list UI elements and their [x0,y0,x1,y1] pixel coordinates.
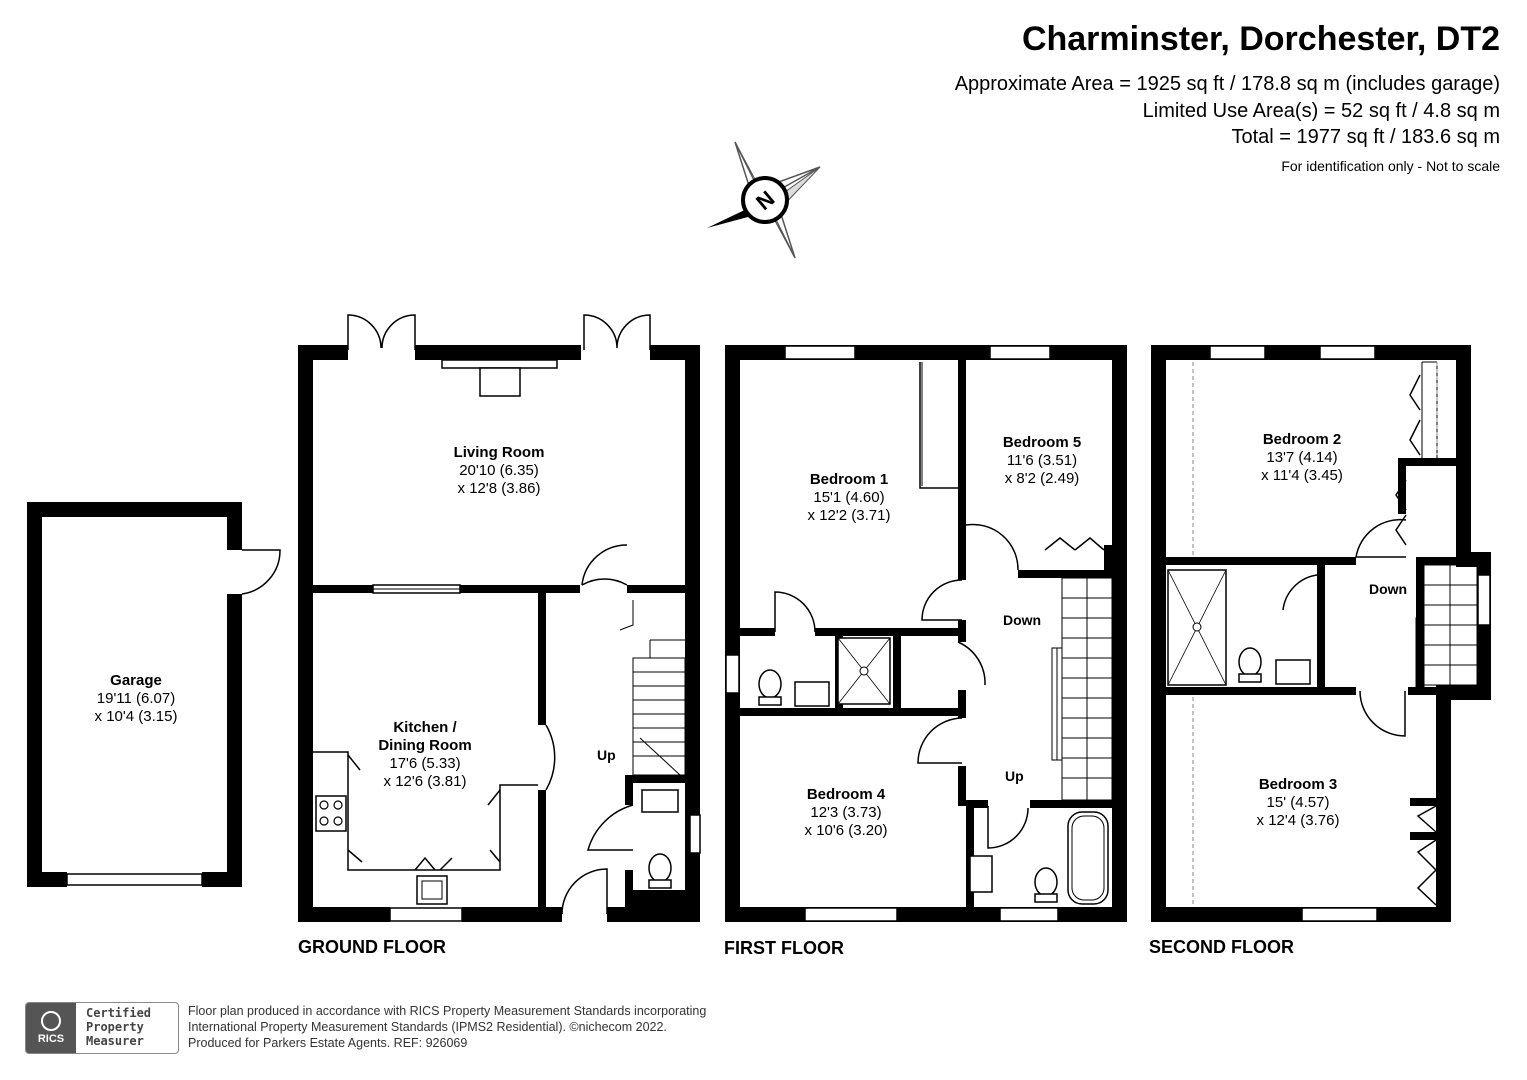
identification-note: For identification only - Not to scale [1281,158,1500,174]
room-bedroom-2: Bedroom 2 13'7 (4.14) x 11'4 (3.45) [1261,431,1343,484]
badge-line-3: Measurer [86,1034,144,1048]
first-floor-plan [725,345,1127,922]
room-garage: Garage 19'11 (6.07) x 10'4 (3.15) [94,672,178,725]
second-floor-plan [1151,345,1491,922]
ground-stairs-up: Up [597,747,616,763]
room-living-room: Living Room 20'10 (6.35) x 12'8 (3.86) [453,444,545,497]
second-stairs-down: Down [1369,581,1408,597]
ground-floor-label: GROUND FLOOR [298,937,446,957]
badge-line-2: Property [86,1020,144,1034]
footer-line-1: Floor plan produced in accordance with R… [188,1004,707,1018]
footer-line-2: International Property Measurement Stand… [188,1020,667,1034]
ground-floor-plan [298,314,701,922]
room-bedroom-5: Bedroom 5 11'6 (3.51) x 8'2 (2.49) [1002,434,1082,487]
footer-line-3: Produced for Parkers Estate Agents. REF:… [188,1036,468,1050]
approximate-area: Approximate Area = 1925 sq ft / 178.8 sq… [954,73,1500,95]
first-stairs-up: Up [1005,768,1024,784]
rics-certified-badge: RICS Certified Property Measurer [25,1002,179,1054]
first-stairs-down: Down [1003,612,1042,628]
property-title: Charminster, Dorchester, DT2 [1021,20,1500,58]
limited-use-area: Limited Use Area(s) = 52 sq ft / 4.8 sq … [1142,100,1500,122]
second-floor-label: SECOND FLOOR [1149,937,1295,957]
room-kitchen-dining: Kitchen / Dining Room 17'6 (5.33) x 12'6… [378,719,472,790]
first-floor-label: FIRST FLOOR [724,938,844,958]
room-bedroom-1: Bedroom 1 15'1 (4.60) x 12'2 (3.71) [807,471,891,524]
rics-logo-icon: RICS [26,1003,76,1053]
compass-icon: N [707,141,821,259]
garage-plan [27,502,281,887]
room-bedroom-4: Bedroom 4 12'3 (3.73) x 10'6 (3.20) [804,786,888,839]
room-bedroom-3: Bedroom 3 15' (4.57) x 12'4 (3.76) [1256,776,1340,829]
footer-notes: Floor plan produced in accordance with R… [188,1003,706,1051]
badge-line-1: Certified [86,1006,152,1020]
total-area: Total = 1977 sq ft / 183.6 sq m [1231,126,1501,148]
